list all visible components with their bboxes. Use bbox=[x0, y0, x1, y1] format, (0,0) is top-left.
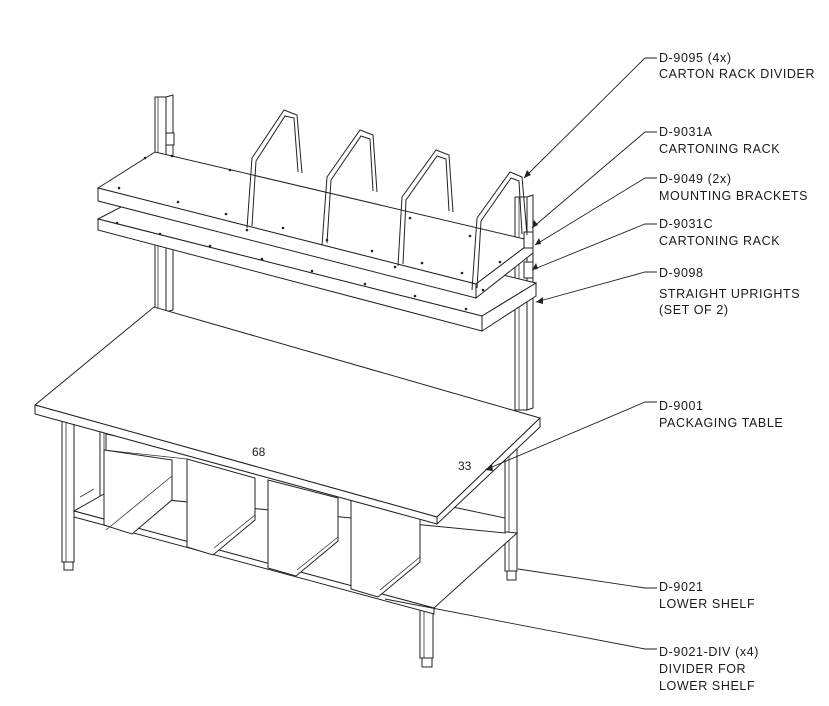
callout-rack-c-part: D-9031C bbox=[659, 217, 713, 231]
callout-uprights-desc: STRAIGHT UPRIGHTS bbox=[659, 287, 800, 301]
callout-lower-shelf-desc: LOWER SHELF bbox=[659, 597, 755, 611]
callout-brackets: D-9049 (2x) MOUNTING BRACKETS bbox=[659, 172, 808, 203]
callout-lower-shelf: D-9021 LOWER SHELF bbox=[659, 580, 755, 611]
callout-uprights-part: D-9098 bbox=[659, 266, 704, 280]
callout-shelf-divider-part: D-9021-DIV (x4) bbox=[659, 645, 759, 659]
callout-divider-desc: CARTON RACK DIVIDER bbox=[659, 67, 815, 81]
callout-rack-a-part: D-9031A bbox=[659, 125, 713, 139]
callout-rack-a: D-9031A CARTONING RACK bbox=[659, 125, 780, 156]
callout-brackets-desc: MOUNTING BRACKETS bbox=[659, 189, 808, 203]
callout-brackets-part: D-9049 (2x) bbox=[659, 172, 732, 186]
callout-table-part: D-9001 bbox=[659, 399, 704, 413]
upper-rack bbox=[96, 132, 535, 300]
callout-shelf-divider-desc: DIVIDER FOR bbox=[659, 662, 746, 676]
callout-rack-c-desc: CARTONING RACK bbox=[659, 234, 780, 248]
callout-shelf-divider: D-9021-DIV (x4) DIVIDER FOR LOWER SHELF bbox=[659, 645, 759, 693]
dimension-width: 33 bbox=[458, 459, 472, 473]
table-top bbox=[33, 306, 541, 526]
callout-divider: D-9095 (4x) CARTON RACK DIVIDER bbox=[659, 51, 815, 81]
lower-shelf-dividers bbox=[103, 449, 421, 598]
callout-uprights-note: (SET OF 2) bbox=[659, 303, 729, 317]
leader-arrowheads bbox=[485, 170, 543, 471]
callout-divider-part: D-9095 (4x) bbox=[659, 51, 732, 65]
callout-table-desc: PACKAGING TABLE bbox=[659, 416, 783, 430]
callout-rack-c: D-9031C CARTONING RACK bbox=[659, 217, 780, 248]
carton-rack-dividers bbox=[246, 109, 528, 291]
callout-shelf-divider-note: LOWER SHELF bbox=[659, 679, 755, 693]
leader-lines bbox=[384, 57, 657, 650]
callout-rack-a-desc: CARTONING RACK bbox=[659, 142, 780, 156]
dimension-length: 68 bbox=[252, 445, 266, 459]
callout-table: D-9001 PACKAGING TABLE bbox=[659, 399, 783, 430]
callout-lower-shelf-part: D-9021 bbox=[659, 580, 704, 594]
callout-uprights: D-9098 STRAIGHT UPRIGHTS (SET OF 2) bbox=[659, 266, 800, 317]
